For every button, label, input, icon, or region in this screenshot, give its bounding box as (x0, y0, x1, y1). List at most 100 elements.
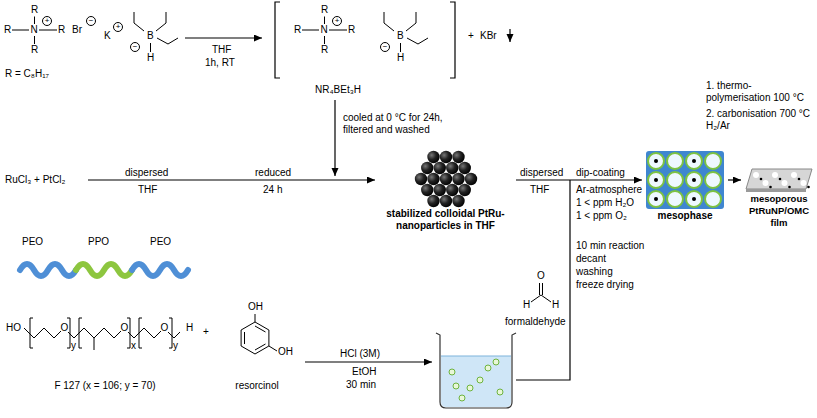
nanoparticle (458, 162, 470, 174)
f127-structure (24, 318, 180, 350)
nanoparticle-node: stabilized colloidal PtRu-nanoparticles … (378, 150, 513, 232)
nanoparticle-dot (654, 197, 658, 201)
scheme-label: B (397, 30, 404, 42)
beaker (436, 333, 516, 408)
scheme-label: O (537, 270, 545, 282)
nanoparticle-dot (779, 178, 782, 181)
scheme-label: H (147, 52, 154, 64)
nanoparticle (446, 162, 458, 174)
micelle (667, 153, 683, 169)
nano-illustration (411, 150, 481, 208)
mesophase-matrix (646, 151, 724, 209)
copolymer-label: F 127 (x = 106; y = 70) (10, 380, 200, 392)
nanoparticle-dot (798, 178, 801, 181)
scheme-label: Br (72, 24, 82, 36)
micelle-dot (497, 389, 503, 395)
nanoparticle (452, 195, 464, 207)
scheme-label: formaldehyde (505, 316, 566, 328)
nanoparticle (433, 162, 445, 174)
block-copolymer-cartoon (132, 264, 188, 276)
scheme-label: B (147, 30, 154, 42)
nanoparticle (433, 184, 445, 196)
charge-sign: + (113, 22, 123, 32)
nanoparticle (421, 184, 433, 196)
micelle-dots (449, 359, 503, 401)
micelle-dot (485, 365, 491, 371)
scheme-label: K (104, 30, 111, 42)
scheme-label: freeze drying (576, 279, 634, 291)
micelle (686, 153, 702, 169)
charge-sign: − (380, 42, 390, 52)
nanoparticle (427, 173, 439, 185)
reducing-agent-arrow (334, 100, 335, 176)
scheme-label: dispersed (520, 167, 563, 179)
nanoparticle-dot (692, 197, 696, 201)
carbon-film (746, 169, 812, 189)
nanoparticle (439, 151, 451, 163)
precursor-formula: RuCl₃ + PtCl₂ (5, 174, 85, 186)
resorcinol-label: resorcinol (222, 380, 292, 392)
scheme-label: y (173, 340, 178, 352)
scheme-label: 30 min (346, 379, 376, 391)
acid-reaction-arrow (305, 361, 432, 362)
nanoparticle (439, 173, 451, 185)
charge-sign: − (130, 42, 140, 52)
pore (763, 180, 769, 186)
scheme-label: R (321, 4, 328, 16)
scheme-label: THF (530, 184, 549, 196)
scheme-label: dispersed (125, 167, 168, 179)
scheme-label: THF (212, 44, 231, 56)
nanoparticle (427, 195, 439, 207)
nanoparticle-dot (692, 159, 696, 163)
scheme-label: decant (576, 253, 606, 265)
nanoparticle-dot (769, 186, 772, 189)
scheme-label: 1h, RT (205, 57, 235, 69)
scheme-label: 1 < ppm O₂ (576, 210, 627, 222)
ammonium-bonds (302, 17, 347, 46)
scheme-label: R (4, 24, 11, 36)
mesophase-node: mesophase (645, 150, 725, 222)
node-text: F 127 (x = 106; y = 70) (10, 380, 200, 392)
scheme-label: R (58, 24, 65, 36)
micelle (705, 172, 721, 188)
micelle-dot (449, 369, 455, 375)
f127-structure (24, 328, 180, 338)
scheme-label: O (121, 322, 129, 334)
micelle-dot (477, 377, 483, 383)
nanoparticle (421, 162, 433, 174)
scheme-label: 1. thermo-polymerisation 100 °C (706, 80, 814, 104)
node-text: mesophase (645, 210, 725, 222)
process-arrow (88, 179, 375, 180)
scheme-label: H (397, 52, 404, 64)
scheme-label: HO (6, 322, 21, 334)
scheme-label: H (552, 299, 559, 311)
scheme-label: R (294, 24, 301, 36)
nanoparticle (446, 184, 458, 196)
nanoparticle (458, 184, 470, 196)
resorcinol-structure (241, 322, 269, 354)
salt-formula: NR₄BEt₃H (308, 84, 368, 96)
scheme-label: R (31, 4, 38, 16)
block-copolymer-cartoon (20, 264, 188, 276)
scheme-label: KBr (480, 30, 497, 42)
scheme-label: + (203, 326, 209, 338)
film-illustration (744, 167, 814, 193)
micelle (648, 153, 664, 169)
f127-structure (30, 318, 172, 350)
precipitate-arrow (509, 29, 510, 42)
formaldehyde-structure (531, 283, 551, 302)
nanoparticle-dot (654, 178, 658, 182)
nanoparticle-dot (692, 178, 696, 182)
scheme-label: OH (278, 346, 293, 358)
scheme-label: O (161, 322, 169, 334)
beaker (441, 355, 511, 356)
micelle (705, 191, 721, 207)
micelle (686, 172, 702, 188)
formaldehyde-structure (531, 283, 551, 302)
borate-bonds (134, 12, 428, 52)
substrate (746, 189, 806, 192)
micelle-dot (453, 383, 459, 389)
ammonium-bonds (12, 17, 347, 46)
scheme-label: 10 min reaction (576, 240, 644, 252)
